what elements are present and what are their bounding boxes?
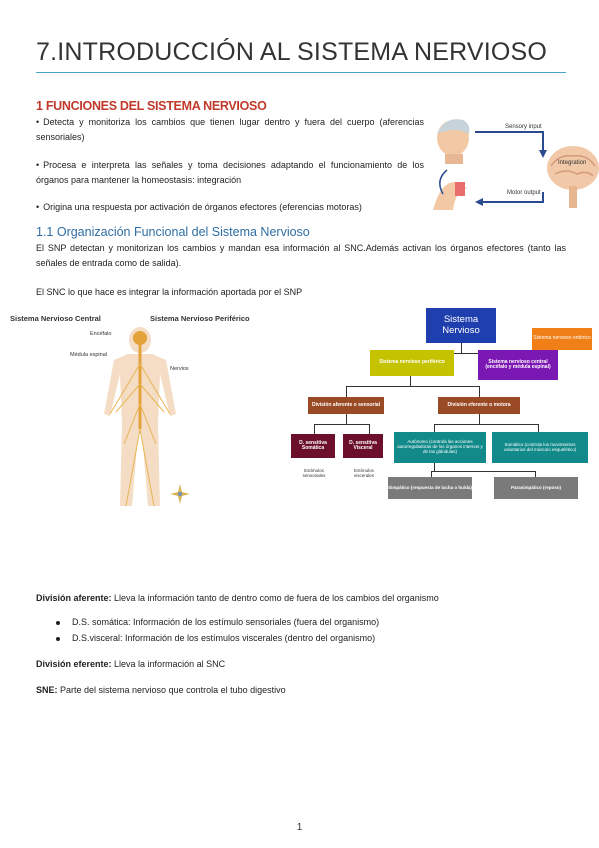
flow-enteric-box: Sistema nervioso entérico [532, 328, 592, 350]
nervous-system-body-figure: Sistema Nervioso Central Sistema Nervios… [10, 314, 285, 514]
integration-figure-svg [433, 119, 599, 210]
flow-autonomic-box: Autónomo (controla las acciones autorreg… [394, 432, 486, 463]
human-body-svg [104, 327, 176, 507]
flow-somatic-note: Estímulos sensoriales [302, 468, 326, 478]
nervios-label: Nervios [170, 366, 189, 372]
medula-label: Médula espinal [70, 352, 107, 358]
brain-icon [547, 146, 599, 190]
flow-somatic-sensitive-box: D. sensitiva Somática [291, 434, 335, 458]
title-rule [36, 72, 566, 73]
def-sub-bullet-2: D.S.visceral: Información de los estímul… [56, 631, 556, 646]
def-eferente: División eferente: Lleva la información … [36, 657, 566, 672]
page-number: 1 [296, 822, 303, 833]
compass-icon [170, 484, 190, 504]
bullet-3-text: Origina una respuesta por activación de … [43, 202, 362, 212]
integration-figure: Sensory input Integration Motor output [425, 110, 599, 215]
bullet-2-text: Procesa e interpreta las señales y toma … [36, 160, 424, 185]
flow-sympathetic-box: Simpático (respuesta de lucha o huida) [388, 477, 472, 499]
peripheral-nervous-label: Sistema Nervioso Periférico [150, 314, 250, 323]
bullet-dot [56, 620, 60, 625]
def-aferente-text: Lleva la información tanto de dentro com… [111, 593, 439, 603]
flow-afferent-box: División aferente o sensorial [308, 397, 384, 414]
def-eferente-term: División eferente: [36, 659, 112, 669]
integration-label: Integration [558, 160, 587, 166]
flow-central-box: Sistema nervioso central (encéfalo y méd… [478, 350, 558, 380]
flow-visceral-note: Estímulos viscerales [353, 468, 374, 478]
brain-shape [133, 331, 147, 345]
bullet-1-text: Detecta y monitoriza los cambios que tie… [36, 117, 424, 142]
flow-somatic-motor-box: Somático (controla los movimientos volun… [492, 432, 588, 463]
motor-output-label: Motor output [507, 190, 541, 196]
bullet-2: •Procesa e interpreta las señales y toma… [36, 160, 424, 185]
encefalo-label: Encéfalo [90, 331, 112, 337]
page-title: 7.INTRODUCCIÓN AL SISTEMA NERVIOSO [36, 38, 548, 66]
section-heading-organization: 1.1 Organización Funcional del Sistema N… [36, 225, 310, 239]
def-eferente-text: Lleva la información al SNC [111, 659, 226, 669]
bullet-1: •Detecta y monitoriza los cambios que ti… [36, 117, 424, 142]
organization-paragraph-2: El SNC lo que hace es integrar la inform… [36, 287, 303, 297]
flow-parasympathetic-box: Parasimpático (reposo) [494, 477, 578, 499]
def-sne: SNE: Parte del sistema nervioso que cont… [36, 683, 566, 698]
def-aferente: División aferente: Lleva la información … [36, 591, 566, 606]
flow-visceral-sensitive-box: D. sensitiva Visceral [343, 434, 383, 458]
def-aferente-term: División aferente: [36, 593, 112, 603]
flow-root-box: Sistema Nervioso [426, 308, 496, 343]
nervous-system-flowchart: Sistema Nervioso Sistema nervioso entéri… [286, 306, 596, 502]
bullet-3: •Origina una respuesta por activación de… [36, 202, 362, 212]
def-sub-bullet-1: D.S. somática: Información de los estímu… [56, 615, 556, 630]
def-sne-text: Parte del sistema nervioso que controla … [57, 685, 286, 695]
def-sub-bullet-2-text: D.S.visceral: Información de los estímul… [72, 633, 376, 643]
bullet-dot [56, 636, 60, 641]
section-heading-functions: 1 FUNCIONES DEL SISTEMA NERVIOSO [36, 99, 267, 113]
def-sub-bullet-1-text: D.S. somática: Información de los estímu… [72, 617, 380, 627]
organization-paragraph-1: El SNP detectan y monitorizan los cambio… [36, 243, 566, 268]
def-sne-term: SNE: [36, 685, 58, 695]
flow-efferent-box: División eferente o motora [438, 397, 520, 414]
central-nervous-label: Sistema Nervioso Central [10, 314, 101, 323]
sensory-input-label: Sensory input [505, 124, 542, 130]
flow-peripheral-box: Sistema nervioso periférico [370, 350, 454, 376]
